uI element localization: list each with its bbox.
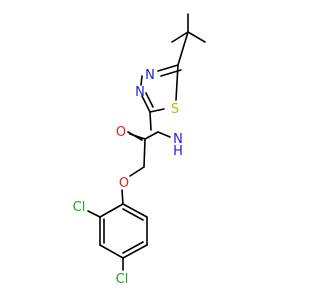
molecule-canvas: N N S N H O O Cl Cl [73, 13, 206, 287]
chlorine-atom-1: Cl [73, 200, 86, 215]
ether-linkage [121, 166, 145, 205]
carbonyl-oxygen-atom: O [116, 125, 126, 140]
amide-nitrogen-atom: N [173, 132, 183, 147]
chlorine-atom-2: Cl [116, 272, 129, 287]
dichlorophenyl-ring [87, 203, 148, 271]
nitrogen-atom-n2: N [135, 85, 145, 100]
thiadiazole-ring [140, 64, 182, 113]
sulfur-atom: S [171, 102, 179, 117]
amide-hydrogen-atom: H [173, 144, 183, 159]
molecule-structure: N N S N H O O Cl Cl [73, 13, 206, 287]
tert-butyl-group [171, 13, 206, 66]
nitrogen-atom-n1: N [145, 68, 155, 83]
ether-oxygen-atom: O [119, 176, 129, 191]
amide-linkage [127, 111, 171, 168]
